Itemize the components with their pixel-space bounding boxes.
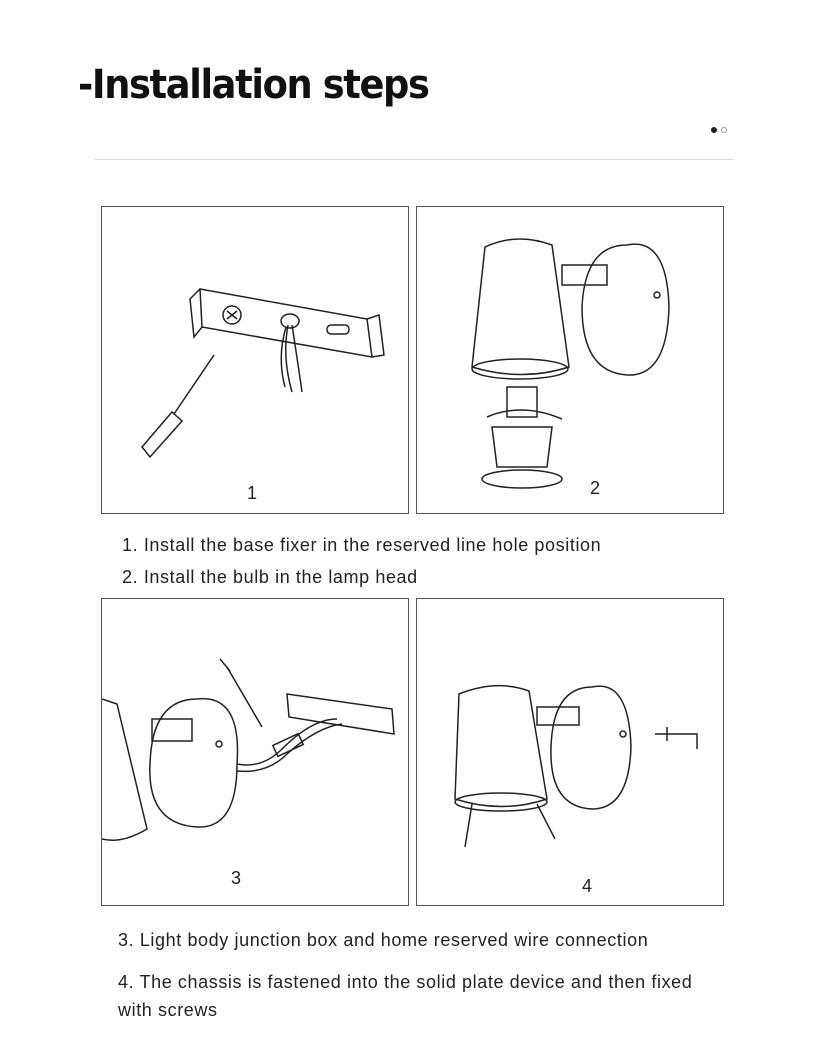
step-number: 3 — [231, 868, 242, 888]
pagination-dots — [711, 127, 727, 133]
step-1-panel: 1 — [101, 206, 409, 514]
wire-connection-illustration — [102, 658, 395, 841]
page-title: -Installation steps — [78, 62, 430, 108]
pagination-dot-active[interactable] — [711, 127, 717, 133]
step-3-panel: 3 — [101, 598, 409, 906]
step-number: 2 — [590, 478, 601, 498]
caption-step-1: 1. Install the base fixer in the reserve… — [122, 535, 602, 555]
step-2-panel: 2 — [416, 206, 724, 514]
divider — [95, 159, 733, 160]
fix-screws-illustration — [454, 684, 698, 848]
caption-step-3: 3. Light body junction box and home rese… — [118, 930, 649, 950]
caption-step-4: 4. The chassis is fastened into the soli… — [118, 972, 693, 1020]
bracket-screwdriver-illustration — [141, 288, 385, 459]
bulb-lamp-illustration — [471, 238, 670, 489]
pagination-dot[interactable] — [721, 127, 727, 133]
step-number: 1 — [247, 483, 258, 503]
step-number: 4 — [582, 876, 593, 896]
caption-step-2: 2. Install the bulb in the lamp head — [122, 567, 418, 587]
step-4-panel: 4 — [416, 598, 724, 906]
